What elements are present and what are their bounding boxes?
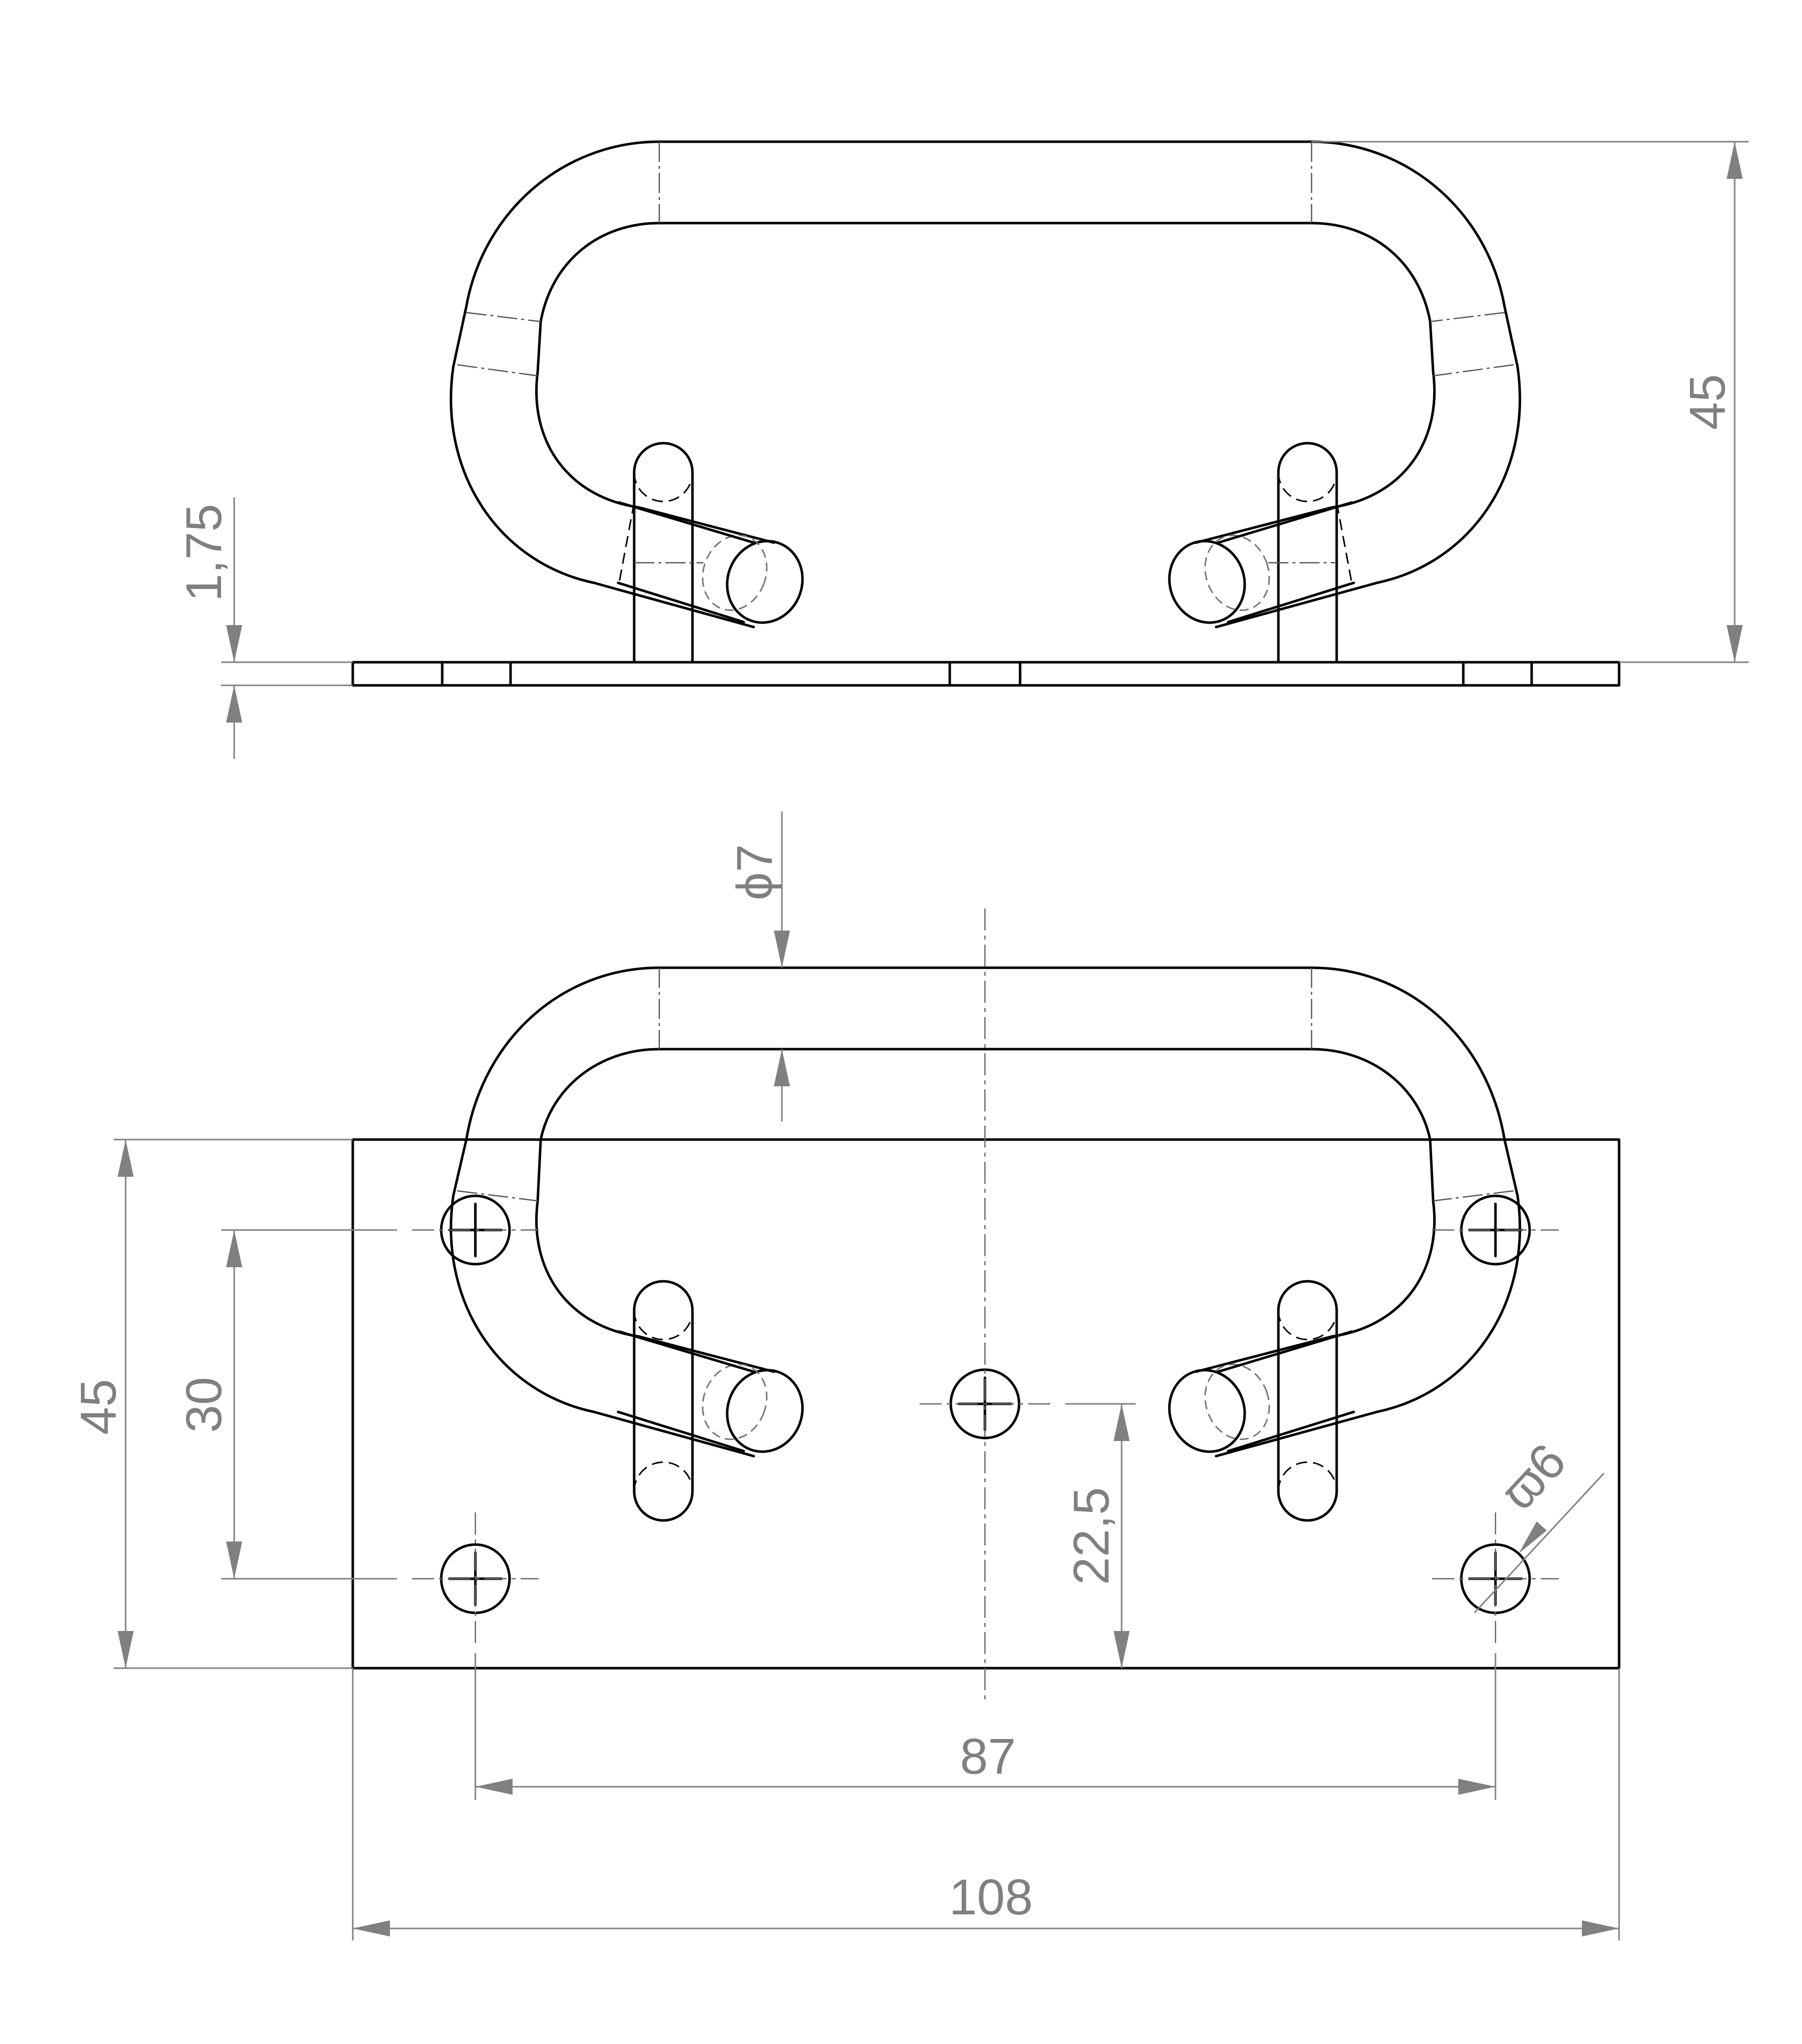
mounting-hole-bottom-right (1432, 1512, 1559, 1643)
handle-outer-profile (658, 140, 1521, 629)
mounting-hole-top-left (412, 1194, 539, 1266)
dim-tube-diameter: ϕ7 (727, 811, 790, 1121)
label-hole-diameter: ϖ6 (1490, 1433, 1577, 1520)
front-view (351, 140, 1621, 687)
label-plate-width: 45 (70, 1379, 127, 1435)
dim-handle-height: 45 (1312, 141, 1749, 663)
left-pin-front (633, 442, 694, 664)
mounting-hole-bottom-left (412, 1512, 539, 1643)
dim-plate-width: 45 (70, 1139, 353, 1669)
dim-center-hole-offset: 22,5 (1063, 1403, 1136, 1668)
label-tube-diameter: ϕ7 (727, 844, 783, 900)
left-tube-end (726, 540, 804, 624)
right-pin-top (1277, 1280, 1338, 1522)
dim-hole-spacing-horizontal: 87 (474, 1653, 1496, 1800)
right-pin-front (1277, 442, 1338, 664)
dim-plate-thickness: 1,75 (176, 497, 353, 759)
label-handle-height: 45 (1679, 374, 1736, 430)
label-plate-length: 108 (949, 1869, 1033, 1925)
left-pin-top (633, 1280, 694, 1522)
plate-segment-lines (441, 661, 1533, 687)
handle-inner-top (658, 1048, 1436, 1373)
base-plate-top (351, 1138, 1621, 1670)
handle-outer-top (658, 966, 1506, 1141)
mounting-hole-top-right (1432, 1194, 1559, 1266)
plan-view (351, 908, 1621, 1703)
dim-hole-spacing-vertical: 30 (176, 1229, 397, 1580)
base-plate-side (351, 661, 1621, 687)
label-hole-spacing-horizontal: 87 (960, 1728, 1016, 1785)
right-tube-end (1168, 540, 1246, 624)
right-tube-end-top (1168, 1369, 1246, 1453)
label-hole-spacing-vertical: 30 (176, 1377, 232, 1433)
label-center-hole-offset: 22,5 (1063, 1487, 1120, 1585)
left-tube-end-top (726, 1369, 804, 1453)
handle-inner-profile (658, 222, 1436, 544)
bend-tangent-lines (457, 142, 1514, 377)
bend-tangent-lines-top (457, 968, 1514, 1202)
dim-hole-diameter: ϖ6 (1473, 1433, 1605, 1614)
dim-plate-length: 108 (352, 1668, 1620, 1940)
label-plate-thickness: 1,75 (176, 504, 232, 602)
